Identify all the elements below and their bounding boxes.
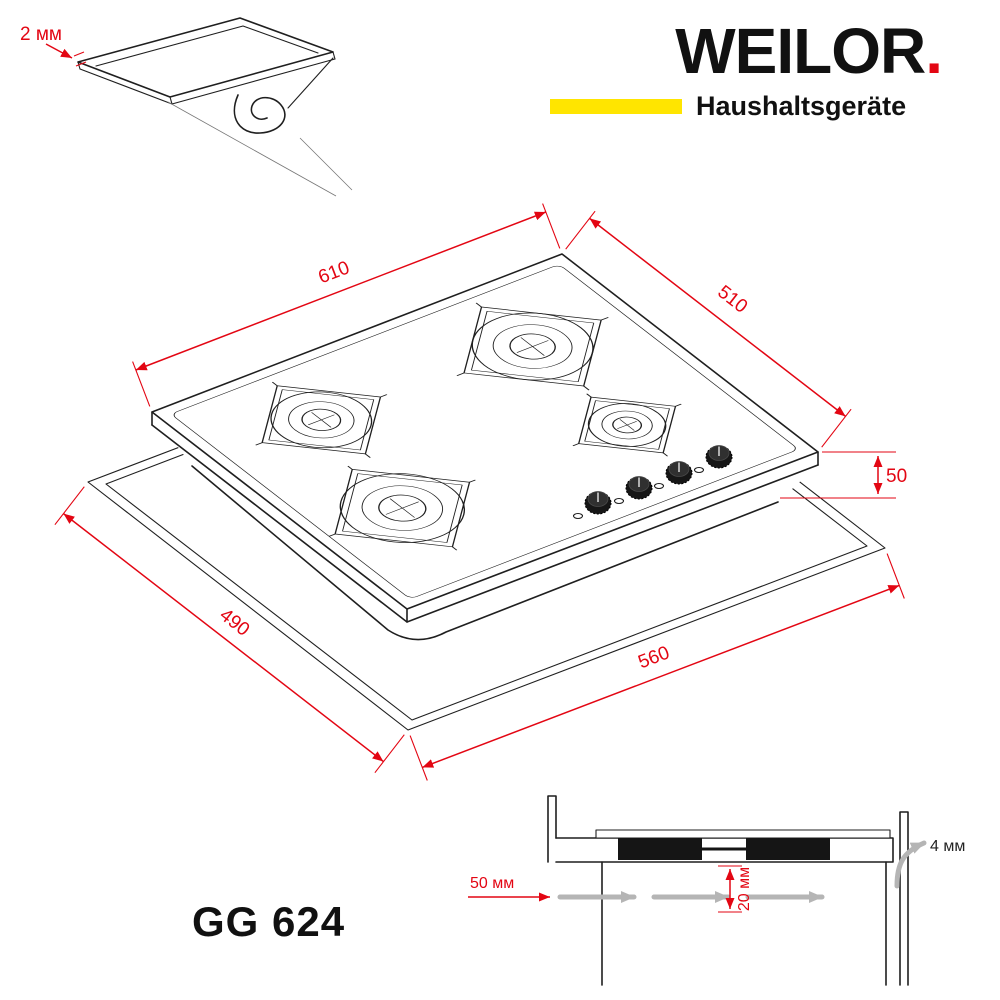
side-clearance-label: 50 мм — [470, 875, 514, 892]
dimension-560: 560 — [409, 553, 905, 781]
knob-3 — [653, 461, 693, 490]
brand-dot: . — [925, 15, 943, 87]
bottom-clearance-label: 20 мм — [736, 867, 753, 911]
cutout-width-label: 560 — [635, 642, 672, 673]
dimension-50-height: 50 — [780, 451, 907, 499]
brand-logo: WEILOR. Haushaltsgeräte — [550, 15, 943, 122]
hob-width-label: 610 — [315, 257, 352, 288]
brand-tagline: Haushaltsgeräte — [696, 91, 907, 122]
edge-detail-view: 2 мм — [20, 17, 353, 197]
rolled-edge-curl — [233, 94, 286, 134]
airflow-arrows — [557, 840, 927, 903]
detail-leader-line — [167, 101, 337, 197]
hob-depth-label: 510 — [713, 282, 751, 318]
brand-name: WEILOR — [675, 15, 926, 87]
model-name: GG 624 — [192, 898, 346, 945]
hob-section-profile — [595, 829, 891, 839]
burner-box-left — [618, 838, 702, 860]
brand-wordmark: WEILOR. — [550, 15, 943, 87]
edge-thickness-label: 2 мм — [20, 24, 62, 45]
logo-accent-bar — [550, 99, 682, 115]
hob-isometric-view — [151, 253, 819, 641]
installation-section-view: 50 мм 20 мм 4 мм — [468, 795, 965, 986]
knob-2 — [613, 476, 653, 505]
detail-leader-line — [299, 137, 353, 191]
control-knobs — [572, 445, 733, 520]
brand-subline: Haushaltsgeräte — [550, 91, 942, 122]
dimension-20mm: 20 мм — [718, 865, 753, 913]
knob-1 — [572, 491, 612, 520]
knob-4 — [693, 445, 733, 474]
hob-height-label: 50 — [886, 466, 907, 487]
burner-back-left — [255, 381, 388, 458]
rear-gap-label: 4 мм — [930, 838, 965, 855]
dimension-50mm: 50 мм — [468, 875, 550, 902]
burner-front-left — [329, 465, 476, 551]
burner-box-right — [746, 838, 830, 860]
